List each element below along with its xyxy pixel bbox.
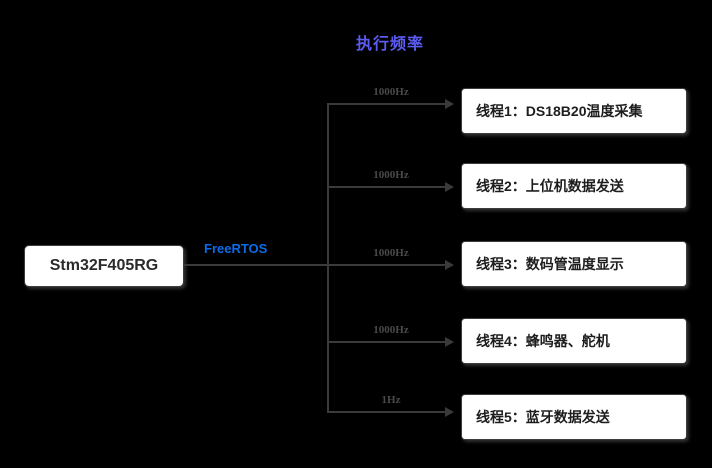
freq-label-5: 1Hz	[381, 394, 401, 406]
node-thread-5[interactable]: 线程5：蓝牙数据发送	[461, 394, 687, 440]
node-thread-1-label: 线程1：DS18B20温度采集	[476, 103, 643, 119]
connector-trunk-vertical	[327, 103, 329, 411]
node-thread-5-label: 线程5：蓝牙数据发送	[476, 409, 610, 425]
node-thread-2[interactable]: 线程2：上位机数据发送	[461, 163, 687, 209]
connector-branch-4	[327, 341, 445, 343]
arrow-head-icon-3	[445, 260, 454, 270]
arrow-head-icon-4	[445, 337, 454, 347]
node-source-mcu[interactable]: Stm32F405RG	[24, 245, 184, 287]
node-thread-3-label: 线程3：数码管温度显示	[476, 256, 624, 272]
page-title: 执行频率	[355, 36, 424, 53]
freq-label-1: 1000Hz	[373, 86, 409, 98]
node-source-mcu-label: Stm32F405RG	[49, 257, 159, 274]
node-thread-2-label: 线程2：上位机数据发送	[476, 178, 624, 194]
freq-label-4: 1000Hz	[373, 324, 409, 336]
connector-branch-2	[327, 186, 445, 188]
node-thread-4[interactable]: 线程4：蜂鸣器、舵机	[461, 318, 687, 364]
arrow-head-icon-2	[445, 182, 454, 192]
node-thread-3[interactable]: 线程3：数码管温度显示	[461, 241, 687, 287]
node-thread-1[interactable]: 线程1：DS18B20温度采集	[461, 88, 687, 134]
connector-branch-5	[327, 411, 445, 413]
freq-label-3: 1000Hz	[373, 247, 409, 259]
edge-label-freertos: FreeRTOS	[204, 241, 268, 256]
connector-branch-1	[327, 103, 445, 105]
node-thread-4-label: 线程4：蜂鸣器、舵机	[476, 333, 610, 349]
connector-branch-3	[327, 264, 445, 266]
connector-trunk-horizontal	[184, 264, 328, 266]
freq-label-2: 1000Hz	[373, 169, 409, 181]
arrow-head-icon-5	[445, 407, 454, 417]
arrow-head-icon-1	[445, 99, 454, 109]
